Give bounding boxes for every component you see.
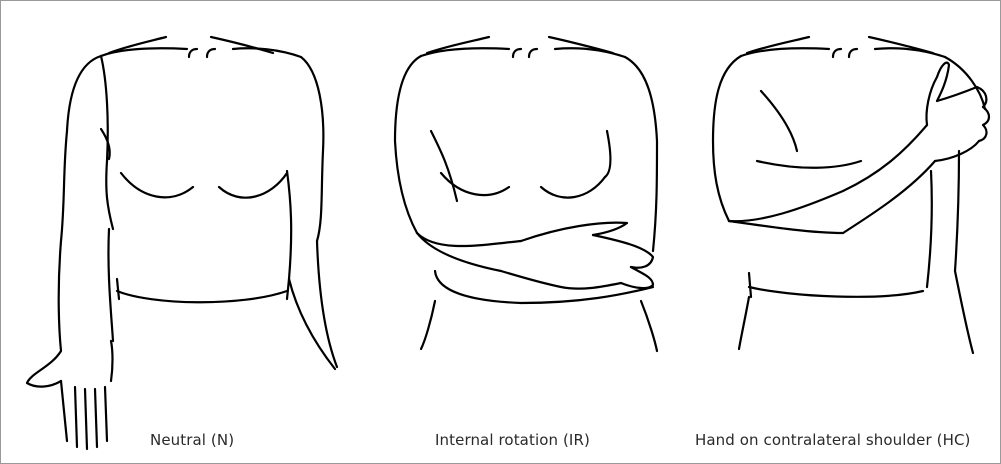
caption-hand-contralateral: Hand on contralateral shoulder (HC)	[695, 431, 970, 449]
